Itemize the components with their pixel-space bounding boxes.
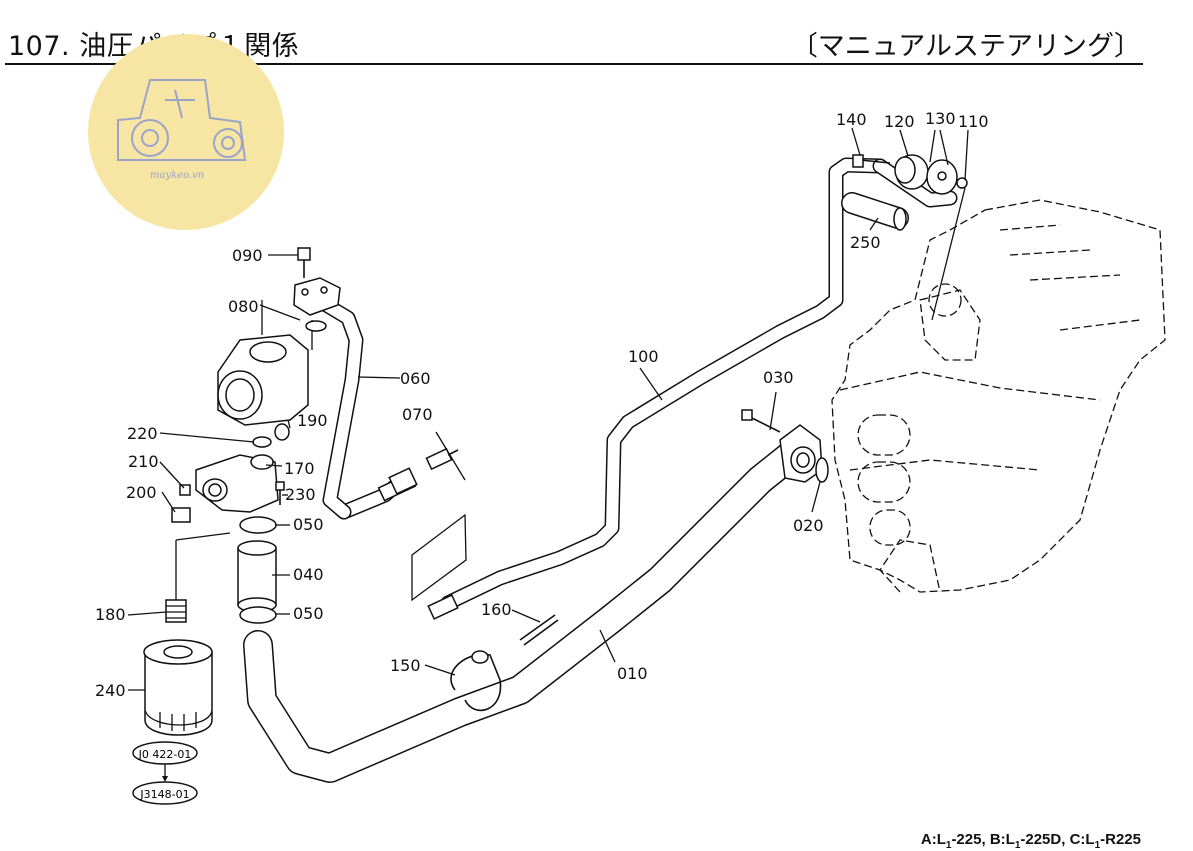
label-060: 060 — [400, 369, 431, 388]
label-220: 220 — [127, 424, 158, 443]
bolt-090 — [297, 247, 311, 261]
label-170: 170 — [284, 459, 315, 478]
label-180: 180 — [95, 605, 126, 624]
label-240: 240 — [95, 681, 126, 700]
reference-codes: J0 422-01 J3148-01 — [132, 741, 198, 805]
hose-010 — [243, 433, 815, 783]
filter-240 — [143, 532, 231, 736]
clamp-050-lower — [239, 606, 277, 624]
oring-080 — [305, 320, 327, 332]
footer-c-prefix: C:L — [1069, 831, 1095, 848]
label-160: 160 — [481, 600, 512, 619]
part-110 — [956, 177, 968, 189]
engine-port-1 — [857, 414, 911, 456]
label-120: 120 — [884, 112, 915, 131]
label-130: 130 — [925, 109, 956, 128]
footer-c-suffix: -R225 — [1100, 831, 1141, 848]
footer-b-prefix: B:L — [989, 831, 1015, 848]
label-210: 210 — [128, 452, 159, 471]
footer-b-sub: 1 — [1014, 840, 1021, 851]
hose-250 — [841, 192, 909, 231]
watermark-logo: maykeo.vn — [88, 34, 284, 230]
label-190: 190 — [297, 411, 328, 430]
clamp-150 — [450, 614, 559, 712]
watermark-circle — [88, 34, 284, 230]
label-030: 030 — [763, 368, 794, 387]
plug-210 — [179, 484, 191, 496]
engine-port-3 — [869, 509, 911, 546]
tractor-icon — [117, 79, 247, 161]
label-250: 250 — [850, 233, 881, 252]
bolt-230 — [275, 481, 285, 491]
engine-block — [831, 199, 1166, 593]
label-150: 150 — [390, 656, 421, 675]
footer-a-suffix: -225, — [951, 831, 986, 848]
label-050-upper: 050 — [293, 515, 324, 534]
leader-lines — [127, 127, 969, 691]
label-230: 230 — [285, 485, 316, 504]
fitting-070 — [336, 431, 467, 620]
label-140: 140 — [836, 110, 867, 129]
footer-a-sub: 1 — [945, 840, 952, 851]
title-rule — [5, 63, 1143, 65]
model-footer: A:L1-225, B:L1-225D, C:L1-R225 — [921, 831, 1141, 851]
valve-120-130 — [852, 154, 968, 195]
flange-030 — [741, 409, 829, 483]
footer-a-prefix: A:L — [920, 831, 946, 848]
watermark-text: maykeo.vn — [150, 170, 204, 181]
label-020: 020 — [793, 516, 824, 535]
label-200: 200 — [126, 483, 157, 502]
bolt-030 — [741, 409, 753, 421]
cap-080 — [293, 247, 341, 332]
steering-gearbox — [217, 300, 313, 426]
label-070: 070 — [402, 405, 433, 424]
label-090: 090 — [232, 246, 263, 265]
footer-b-suffix: -225D, — [1020, 831, 1066, 848]
label-010: 010 — [617, 664, 648, 683]
ref-oval-2 — [132, 781, 198, 805]
label-110: 110 — [958, 112, 989, 131]
oring-220 — [252, 436, 272, 448]
ref-code-1: J0 422-01 — [138, 748, 192, 761]
part-labels: 010 020 030 040 050 050 060 070 080 090 … — [95, 109, 989, 700]
clamp-050-upper — [239, 516, 277, 534]
label-080: 080 — [228, 297, 259, 316]
oring-020 — [815, 457, 829, 483]
page-subtitle: 〔マニュアルステアリング〕 — [790, 31, 1141, 62]
ref-code-2: J3148-01 — [139, 788, 189, 801]
hose-040 — [237, 516, 277, 624]
label-040: 040 — [293, 565, 324, 584]
label-100: 100 — [628, 347, 659, 366]
part-190 — [274, 423, 290, 441]
pipe-060 — [310, 292, 364, 520]
bolt-140 — [852, 154, 864, 168]
engine-port-2 — [857, 461, 911, 503]
footer-c-sub: 1 — [1094, 840, 1101, 851]
part-200 — [171, 507, 191, 523]
filter-head — [171, 423, 290, 523]
label-050-lower: 050 — [293, 604, 324, 623]
